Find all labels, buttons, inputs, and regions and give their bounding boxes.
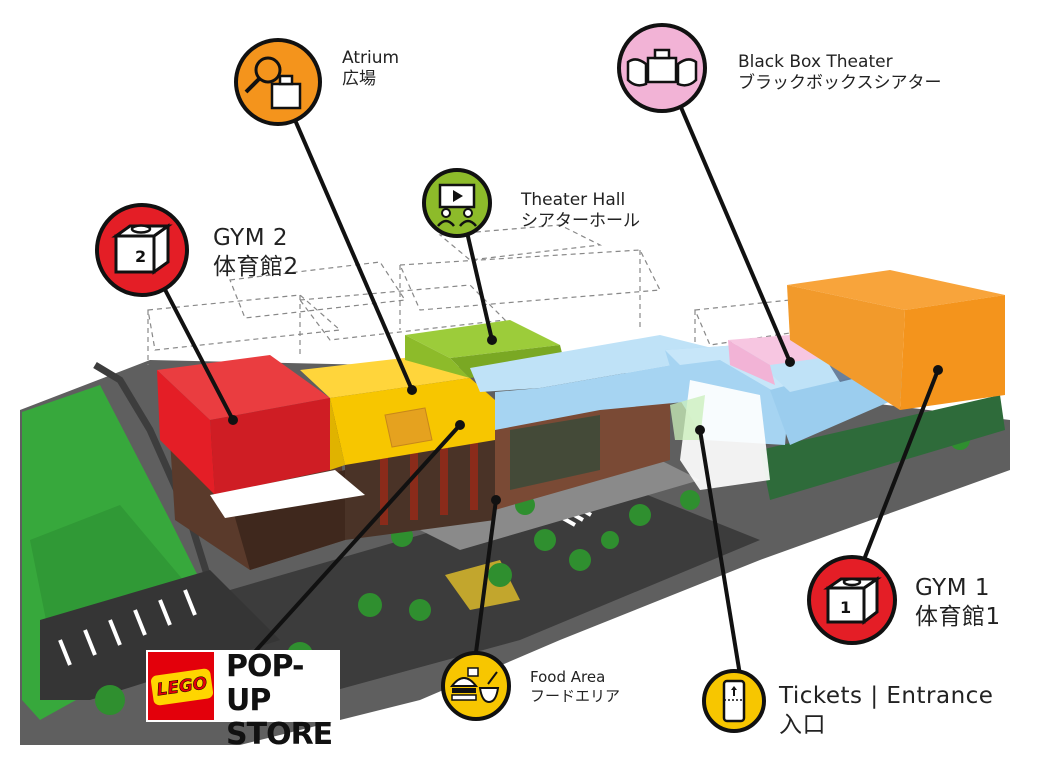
label-black-box: Black Box Theater ブラックボックスシアター	[738, 52, 942, 95]
ticket-icon	[702, 669, 766, 733]
columns	[380, 440, 478, 525]
label-atrium: Atrium 広場	[342, 48, 399, 91]
walkway-connector-top	[665, 345, 795, 395]
popup-store-text: POP-UP STORE	[226, 650, 340, 752]
label-theater-hall-en: Theater Hall	[521, 190, 626, 210]
brick-1-icon: 1	[807, 555, 897, 645]
road-lower	[40, 570, 280, 700]
label-black-box-en: Black Box Theater	[738, 52, 893, 72]
gym1-top	[787, 270, 1005, 310]
gym2-side	[157, 370, 215, 495]
popup-line1: POP-UP	[226, 649, 304, 718]
theater-top	[405, 320, 560, 358]
gym1-front	[900, 295, 1005, 410]
label-tickets-ja: 入口	[779, 711, 826, 738]
label-gym2-ja: 体育館2	[213, 253, 299, 280]
magnifier-brick-icon	[234, 38, 322, 126]
popup-line2: STORE	[226, 717, 333, 752]
line-dots	[228, 335, 943, 505]
label-food: Food Area フードエリア	[530, 668, 620, 706]
gym1-base	[760, 395, 1005, 500]
parking-stripes	[58, 589, 197, 666]
screen-audience-icon	[422, 168, 492, 238]
gym2-awning	[210, 470, 365, 518]
label-food-ja: フードエリア	[530, 686, 621, 705]
label-theater-hall-ja: シアターホール	[521, 211, 640, 232]
fence	[93, 361, 219, 602]
hands-brick-icon	[617, 23, 707, 113]
label-black-box-ja: ブラックボックスシアター	[738, 73, 942, 94]
gym2-top	[157, 355, 330, 420]
blackbox-front	[728, 340, 775, 385]
label-gym2: GYM 2 体育館2	[213, 224, 299, 282]
label-gym1: GYM 1 体育館1	[915, 574, 1001, 632]
gym1-left	[787, 285, 905, 410]
sidewalk	[380, 450, 700, 550]
theater-base-glass	[510, 415, 600, 490]
label-atrium-en: Atrium	[342, 48, 400, 68]
theater-front	[405, 335, 470, 378]
atrium-front-left	[330, 398, 345, 470]
label-atrium-ja: 広場	[342, 69, 376, 90]
lego-wordmark: LEGO	[150, 667, 214, 707]
gym2-front	[210, 398, 330, 495]
label-theater-hall: Theater Hall シアターホール	[521, 190, 640, 233]
gym1-badge-number: 1	[840, 598, 851, 617]
atrium-glass-box	[384, 407, 433, 448]
label-food-en: Food Area	[530, 668, 606, 686]
label-gym1-en: GYM 1	[915, 575, 991, 601]
label-gym1-ja: 体育館1	[915, 603, 1001, 630]
brick-2-icon: 2	[95, 203, 189, 297]
burger-bowl-icon	[441, 651, 511, 721]
label-gym2-en: GYM 2	[213, 225, 289, 251]
label-tickets: Tickets | Entrance 入口	[779, 682, 993, 740]
gym2-badge-number: 2	[135, 247, 146, 266]
lego-popup-store-logo: LEGO POP-UP STORE	[146, 650, 340, 752]
leader-lines	[158, 104, 940, 676]
lego-logo: LEGO	[146, 650, 216, 722]
walkway-top	[470, 335, 720, 392]
walkway-front	[495, 360, 705, 430]
label-tickets-en: Tickets | Entrance	[779, 683, 994, 709]
wireframe	[147, 224, 812, 365]
